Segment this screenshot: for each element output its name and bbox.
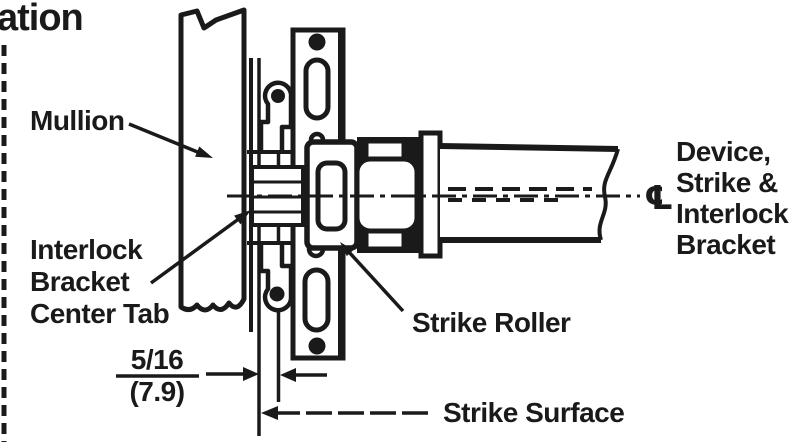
interlock-leader-arrowhead	[234, 210, 251, 225]
strike-roller-leader-arrowhead	[340, 242, 354, 257]
mullion-leader-line	[128, 122, 201, 155]
mullion-label: Mullion	[30, 105, 124, 136]
device-group-label-line-4: Bracket	[676, 229, 775, 260]
device-group-label-line-2: Strike &	[676, 167, 778, 198]
strike-roller-label: Strike Roller	[412, 307, 571, 338]
section-title-fragment: ation	[0, 0, 83, 39]
mullion-shape	[178, 7, 247, 313]
device-tube-shape	[440, 146, 618, 240]
strike-surface-arrowhead	[261, 406, 278, 420]
strike-plate-hole-top	[308, 33, 326, 51]
interlock-clip-lower-pin	[269, 286, 285, 302]
strike-body-top-slot	[365, 140, 405, 161]
strike-body-bottom-slot	[365, 229, 405, 250]
device-group-label-line-1: Device,	[676, 136, 771, 167]
mullion-leader-arrowhead	[195, 146, 213, 158]
interlock-clip-upper-pin	[271, 89, 285, 103]
interlock-bracket-label-line-1: Interlock	[30, 234, 143, 265]
strike-plate-hole-bottom	[308, 337, 326, 355]
interlock-leader-line	[149, 216, 242, 285]
device-group-label-line-3: Interlock	[676, 198, 789, 229]
interlock-bracket-label-line-2: Bracket	[30, 266, 129, 297]
dimension-inches: 5/16	[131, 344, 184, 375]
strike-surface-label: Strike Surface	[443, 397, 624, 428]
strike-plate-slot-lower	[302, 267, 331, 333]
interlock-bracket-label-line-3: Center Tab	[30, 298, 169, 329]
dimension-arrowhead-left-pointing	[280, 368, 296, 382]
dimension-millimeters: (7.9)	[129, 376, 184, 407]
device-tube-top-edge	[439, 143, 619, 152]
strike-roller-leader-line	[346, 249, 405, 313]
dimension-arrowhead-right-pointing	[243, 367, 259, 381]
strike-plate-slot-upper	[303, 57, 331, 121]
centerline-symbol: ℄	[644, 179, 674, 216]
